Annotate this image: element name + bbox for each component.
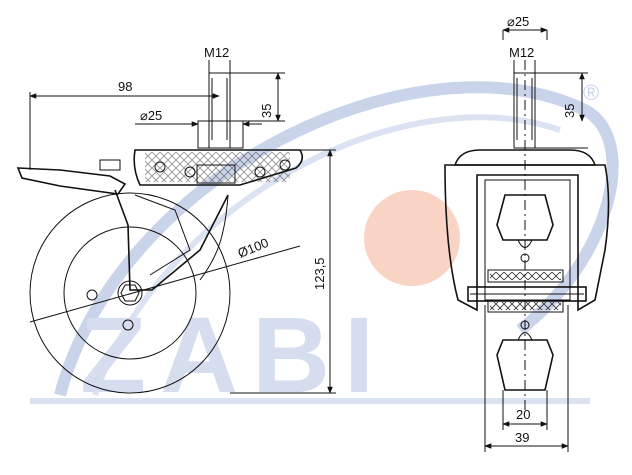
side-brake-pedal [16, 167, 127, 195]
side-wheel-hub [63, 226, 197, 360]
side-bearing-hatch [145, 152, 290, 182]
side-view [16, 72, 304, 394]
dim-fork-width-39: 39 [515, 430, 529, 445]
dim-offset-98: 98 [118, 79, 132, 94]
dim-thread-m12: M12 [204, 45, 229, 60]
front-fork [444, 164, 610, 312]
registered-mark: ® [583, 80, 599, 105]
side-dimensions: 98 M12 35 ⌀25 Ø100 123,5 [29, 45, 336, 394]
front-top-plate [453, 149, 597, 166]
dim-stem-35: 35 [259, 104, 274, 118]
watermark-baseline [30, 398, 590, 404]
side-fork [114, 189, 229, 291]
watermark-logo: ZABI ® [30, 80, 619, 415]
dim-stem-diameter: ⌀25 [140, 108, 162, 123]
dim-front-thread-m12: M12 [509, 45, 534, 60]
dim-height-123-5: 123,5 [312, 257, 327, 290]
front-dimensions: ⌀25 M12 35 20 39 [484, 14, 588, 452]
watermark-sun [364, 190, 460, 286]
dim-front-top-diameter: ⌀25 [507, 14, 529, 29]
watermark-swoosh-inner [92, 114, 561, 396]
dim-wheel-diameter: Ø100 [236, 235, 271, 261]
dim-tread-width-20: 20 [516, 407, 530, 422]
front-view [444, 60, 610, 410]
front-axle [467, 286, 587, 302]
front-tyre-bottom [496, 339, 554, 391]
watermark-swoosh [54, 81, 619, 397]
front-tyre-top [496, 194, 554, 241]
side-stem-nut [197, 120, 244, 149]
side-wheel-outer [29, 192, 231, 394]
watermark-text: ZABI [80, 294, 388, 415]
dim-front-stem-35: 35 [562, 104, 577, 118]
